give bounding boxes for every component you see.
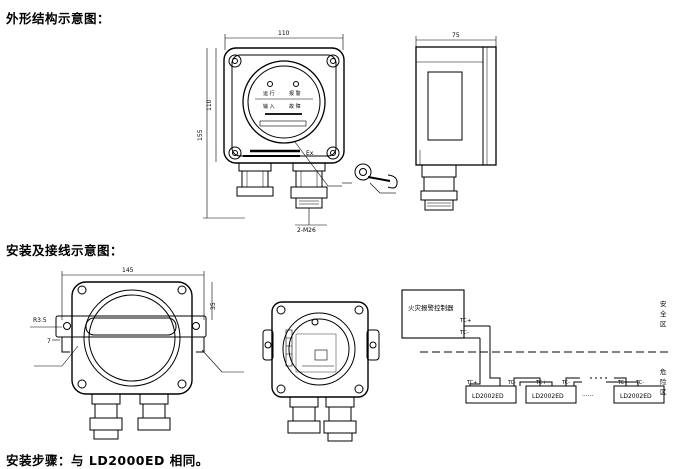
panel-label-run: 运 行 (263, 90, 275, 97)
device-1-tc-minus: TC- (507, 380, 516, 386)
controller-label: 火灾报警控制器 (408, 303, 454, 312)
wiring-diagram: 火灾报警控制器 TC+ TC- 安 全 区 危 险 区 TC+ TC- LD20… (401, 289, 672, 404)
device-ellipsis: ······ (582, 393, 594, 400)
controller-box (401, 289, 465, 339)
front-view: 110 110 155 运 行 报 警 输 入 故 障 Ex (197, 30, 398, 234)
device-2-box (525, 385, 577, 404)
device-3-tc-minus: TC- (635, 380, 644, 386)
dim-mount-width: 145 (122, 267, 134, 274)
danger-zone-label-1: 危 (660, 367, 667, 376)
device-1-label: LD2002ED (472, 393, 504, 400)
safe-zone-label-3: 区 (660, 320, 667, 328)
danger-zone-label-2: 险 (660, 377, 667, 386)
side-view: 75 (415, 32, 497, 211)
dim-front-total-height: 155 (197, 129, 204, 141)
dim-mount-height: 35 (210, 302, 217, 310)
controller-tc-minus: TC- (459, 330, 469, 336)
device-3-tc-plus: TC+ (617, 380, 628, 386)
device-2-tc-minus: TC- (561, 380, 570, 386)
install-heading: 安装及接线示意图： (6, 243, 124, 258)
device-2-label: LD2002ED (532, 393, 564, 400)
device-3-box (613, 385, 665, 404)
dim-mount-hole: R3.5 (33, 317, 47, 324)
ex-mark: Ex (306, 150, 314, 157)
dim-cable-entry: 2-M26 (297, 227, 316, 234)
mounting-view: 145 35 R3.5 7 (30, 267, 244, 440)
dim-front-inner-height: 110 (206, 99, 213, 111)
panel-label-fault: 故 障 (289, 103, 301, 110)
controller-tc-plus: TC+ (459, 318, 472, 324)
device-2-tc-plus: TC+ (535, 380, 546, 386)
device-1-box (465, 385, 517, 404)
device-1-tc-plus: TC+ (466, 380, 477, 386)
internal-view (262, 301, 380, 442)
install-steps-text: 安装步骤：与 LD2000ED 相同。 (6, 453, 209, 468)
outline-heading: 外形结构示意图： (6, 11, 111, 26)
panel-label-alarm: 报 警 (289, 90, 301, 97)
device-3-label: LD2002ED (620, 393, 652, 400)
dim-mount-offset: 7 (47, 338, 51, 345)
safe-zone-label-2: 全 (660, 309, 667, 318)
safe-zone-label-1: 安 (660, 299, 667, 308)
dim-front-width: 110 (278, 30, 290, 37)
panel-label-input: 输 入 (263, 103, 275, 110)
dim-side-depth: 75 (452, 32, 460, 39)
